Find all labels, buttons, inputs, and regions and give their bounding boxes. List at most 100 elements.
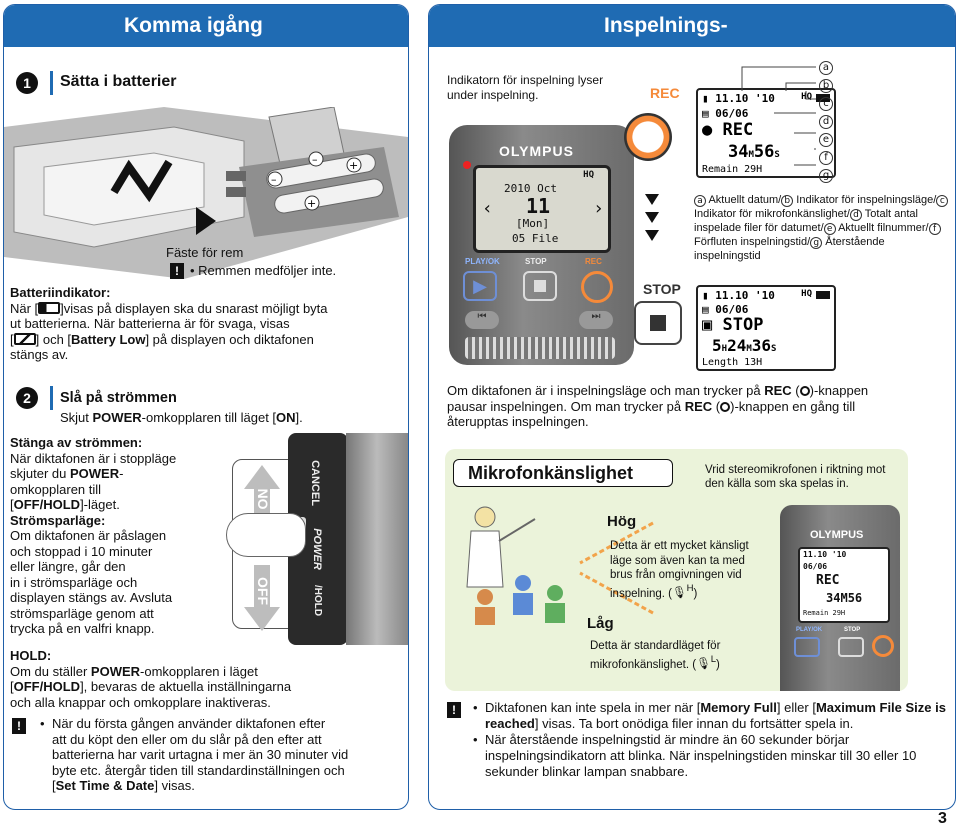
- chevron-left-icon: ‹: [482, 198, 493, 219]
- save-line: Om diktafonen är påslagen: [10, 528, 167, 543]
- mic-lcd-remain: Remain 29H: [803, 609, 846, 617]
- lcd-status: ● REC: [702, 120, 754, 140]
- right-header-title: Inspelnings-: [604, 14, 728, 37]
- off-arrow-icon: OFF: [242, 563, 282, 633]
- lcd-status: ▣ STOP: [702, 315, 764, 335]
- power-off-title: Stänga av strömmen:: [10, 435, 143, 450]
- svg-text:+: +: [307, 197, 316, 210]
- stop-callout-button[interactable]: [634, 301, 682, 345]
- mic-device-rec-button[interactable]: [872, 635, 894, 657]
- warning-icon: !: [447, 702, 461, 718]
- save-line: trycka på en valfri knapp.: [10, 621, 155, 636]
- pause-line-2: pausar inspelningen. Om man trycker på R…: [447, 398, 856, 414]
- mic-device-play-button[interactable]: [794, 637, 820, 657]
- hold-text: HOLD: Om du ställer POWER-omkopplaren i …: [10, 648, 405, 710]
- rewind-button[interactable]: ⏮: [465, 311, 499, 329]
- mic-lcd-file: 06/06: [803, 562, 828, 571]
- device-body: [346, 433, 408, 645]
- high-desc-line: brus från omgivningen vid: [610, 569, 742, 581]
- mic-lcd-time: 34M56: [826, 591, 863, 605]
- low-desc: Detta är standardläget för mikrofonkänsl…: [590, 639, 760, 672]
- hold-title: HOLD:: [10, 648, 52, 663]
- rec-callout-button[interactable]: [624, 113, 672, 161]
- battery-line-3: [] och [Battery Low] på displayen och di…: [10, 331, 314, 347]
- device-lcd-line-1: 2010 Oct: [504, 182, 557, 195]
- device-label-play: PLAY/OK: [465, 257, 500, 266]
- save-line: strömsparläge genom att: [10, 605, 154, 621]
- note-remaining-time: När återstående inspelningstid är mindre…: [473, 732, 951, 780]
- arrow-down-icon: [645, 212, 659, 223]
- hold-label: /HOLD: [312, 584, 324, 617]
- mic-device-stop-button[interactable]: [838, 637, 864, 657]
- lcd-date: ▮ 11.10 '10: [702, 289, 775, 302]
- recorder-device: OLYMPUS HQ 2010 Oct 11 [Mon] 05 File ‹ ›…: [449, 125, 634, 365]
- battery-icon: [816, 291, 830, 299]
- lcd-date: ▮ 11.10 '10: [702, 92, 775, 105]
- arrow-down-icon: [645, 194, 659, 205]
- first-use-note: •När du första gången använder diktafone…: [40, 716, 407, 794]
- page-number: 3: [938, 810, 947, 827]
- device-lcd-line-4: 05 File: [512, 232, 559, 245]
- indicator-text: Indikatorn för inspelning lyser under in…: [447, 73, 604, 102]
- left-header: Komma igång: [4, 5, 408, 47]
- battery-line-2: ut batterierna. När batterierna är för s…: [10, 316, 290, 331]
- mic-device-screen: 11.10 '10 06/06 REC 34M56 Remain 29H: [798, 547, 890, 623]
- mic-lcd-date: 11.10 '10: [803, 550, 847, 559]
- first-use-line-1: •När du första gången använder diktafone…: [40, 716, 326, 731]
- lcd-time: 34M56S: [728, 142, 780, 162]
- low-title: Låg: [587, 615, 614, 632]
- forward-button[interactable]: ⏭: [579, 311, 613, 329]
- step-1-number: 1: [16, 72, 38, 94]
- left-panel: Komma igång 1 Sätta i batterier – + + – …: [3, 4, 409, 810]
- legend-f: f: [928, 223, 941, 235]
- step-1-title: Sätta i batterier: [60, 73, 177, 90]
- right-header: Inspelnings-: [429, 5, 955, 47]
- on-arrow-icon: ON: [242, 463, 282, 533]
- lcd-mode: HQ: [801, 92, 812, 102]
- mic-device-brand: OLYMPUS: [810, 529, 864, 541]
- rec-button[interactable]: [581, 271, 613, 303]
- legend-d: d: [849, 209, 862, 221]
- mic-box: Mikrofonkänslighet Vrid stereomikrofonen…: [445, 449, 908, 691]
- svg-text:–: –: [271, 173, 277, 186]
- power-off-line-2: skjuter du POWER-: [10, 466, 124, 481]
- play-button[interactable]: ▶: [463, 271, 497, 301]
- device-label-rec: REC: [585, 257, 602, 266]
- save-line: in i strömsparläge och: [10, 574, 138, 590]
- mic-low-icon: 🎙︎L: [696, 654, 717, 671]
- hold-line-1: Om du ställer POWER-omkopplaren i läget: [10, 663, 258, 679]
- save-lines: Om diktafonen är påslagen och stoppad i …: [10, 528, 230, 637]
- first-use-line-4: byte etc. återgår tiden till standardins…: [52, 762, 345, 778]
- legend-g: g: [810, 237, 823, 249]
- lcd-mode: HQ: [801, 289, 812, 299]
- power-off-line-1: När diktafonen är i stoppläge: [10, 450, 177, 466]
- high-desc-line: Detta är ett mycket känsligt: [610, 540, 749, 552]
- stop-button[interactable]: [523, 271, 557, 301]
- save-line: och stoppad i 10 minuter: [10, 543, 153, 559]
- mic-title: Mikrofonkänslighet: [453, 459, 673, 487]
- callout-d: d: [819, 115, 833, 129]
- device-label-stop: STOP: [525, 257, 547, 266]
- finger-icon: [226, 513, 306, 557]
- power-off-line-3: omkopplaren till: [10, 481, 102, 497]
- warning-icon: !: [170, 263, 184, 279]
- stop-callout-label: STOP: [643, 281, 681, 297]
- lcd-file: ▤ 06/06: [702, 303, 749, 316]
- warning-icon: !: [12, 718, 26, 734]
- arrow-down-icon: [645, 230, 659, 241]
- legend-e: e: [823, 223, 836, 235]
- low-desc-line: mikrofonkänslighet. (🎙︎L): [590, 654, 720, 671]
- off-label: OFF: [255, 577, 271, 605]
- battery-empty-icon: [38, 301, 61, 314]
- legend-b: b: [781, 195, 794, 207]
- on-label: ON: [254, 488, 271, 510]
- battery-indicator-text: Batteriindikator: När []visas på display…: [10, 285, 405, 363]
- mic-high-icon: 🎙︎H: [672, 583, 694, 600]
- callout-b: b: [819, 79, 833, 93]
- hold-line-3: och alla knappar och omkopplare inaktive…: [10, 694, 271, 710]
- device-lcd-line-3: [Mon]: [516, 217, 550, 230]
- pause-line-3: återupptas inspelningen.: [447, 414, 589, 429]
- first-use-line-3: batterierna har varit urtagna i mer än 3…: [52, 747, 349, 762]
- save-line: displayen stängs av. Avsluta: [10, 590, 173, 605]
- presenter-illustration: [455, 497, 575, 627]
